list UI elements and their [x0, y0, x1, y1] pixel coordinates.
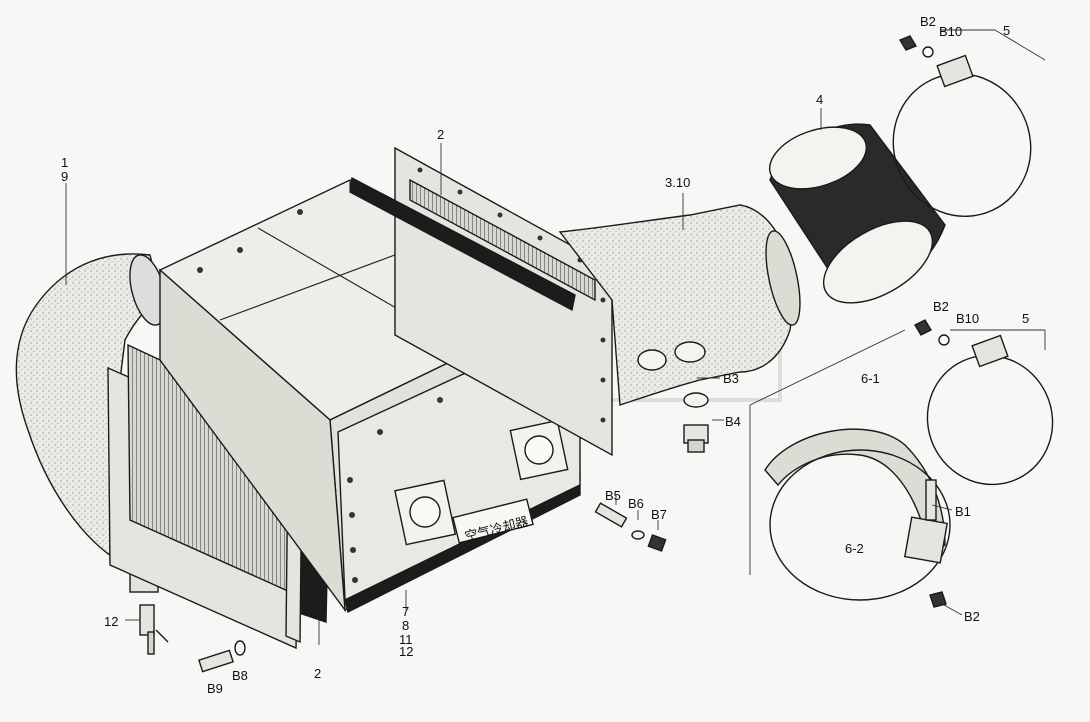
outlet-duct [558, 204, 801, 406]
label-1: 1 [61, 155, 68, 170]
label-3-10: 3.10 [665, 175, 690, 190]
label-b1: B1 [955, 504, 971, 519]
label-5-top: 5 [1003, 23, 1010, 38]
label-4: 4 [816, 92, 823, 107]
hose-clamp-top [892, 35, 1032, 218]
label-12-stack: 12 [399, 644, 413, 659]
label-12-valve: 12 [104, 614, 118, 629]
rubber-sleeve [768, 123, 946, 304]
label-6-2: 6-2 [845, 541, 864, 556]
label-b2-mid: B2 [933, 299, 949, 314]
hose-clamp-middle [914, 319, 1054, 486]
label-b8: B8 [232, 668, 248, 683]
label-b10-mid: B10 [956, 311, 979, 326]
label-2-top: 2 [437, 127, 444, 142]
label-b5: B5 [605, 488, 621, 503]
leader-lines [65, 29, 1046, 645]
label-b9: B9 [207, 681, 223, 696]
clamp-assembly-6 [764, 428, 951, 608]
label-7: 7 [402, 604, 409, 619]
label-b10-top: B10 [939, 24, 962, 39]
fittings [139, 392, 709, 673]
label-b4: B4 [725, 414, 741, 429]
label-9: 9 [61, 169, 68, 184]
label-6-1: 6-1 [861, 371, 880, 386]
label-b2-bottom: B2 [964, 609, 980, 624]
right-flange-plate [349, 146, 613, 457]
part-labels: 1 9 2 3.10 4 B2 B10 5 B2 B10 5 6-1 B3 B4… [61, 14, 1029, 696]
label-b6: B6 [628, 496, 644, 511]
label-b7: B7 [651, 507, 667, 522]
label-8: 8 [402, 618, 409, 633]
label-b3: B3 [723, 371, 739, 386]
label-11: 11 [399, 632, 413, 647]
label-2-bottom: 2 [314, 666, 321, 681]
label-b2-top: B2 [920, 14, 936, 29]
label-5-mid: 5 [1022, 311, 1029, 326]
